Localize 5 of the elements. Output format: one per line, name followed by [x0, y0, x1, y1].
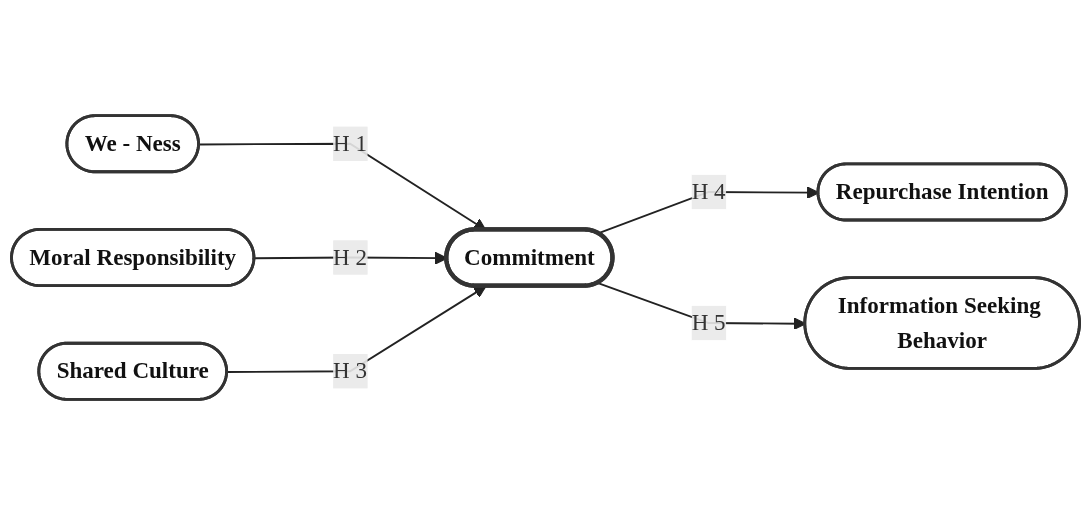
edge-label: H 5 — [691, 310, 726, 335]
edge-label: H 2 — [333, 244, 368, 270]
edge-label: H 4 — [691, 179, 726, 204]
edge-label: H 3 — [333, 358, 368, 383]
edge-label: H 1 — [333, 130, 368, 156]
